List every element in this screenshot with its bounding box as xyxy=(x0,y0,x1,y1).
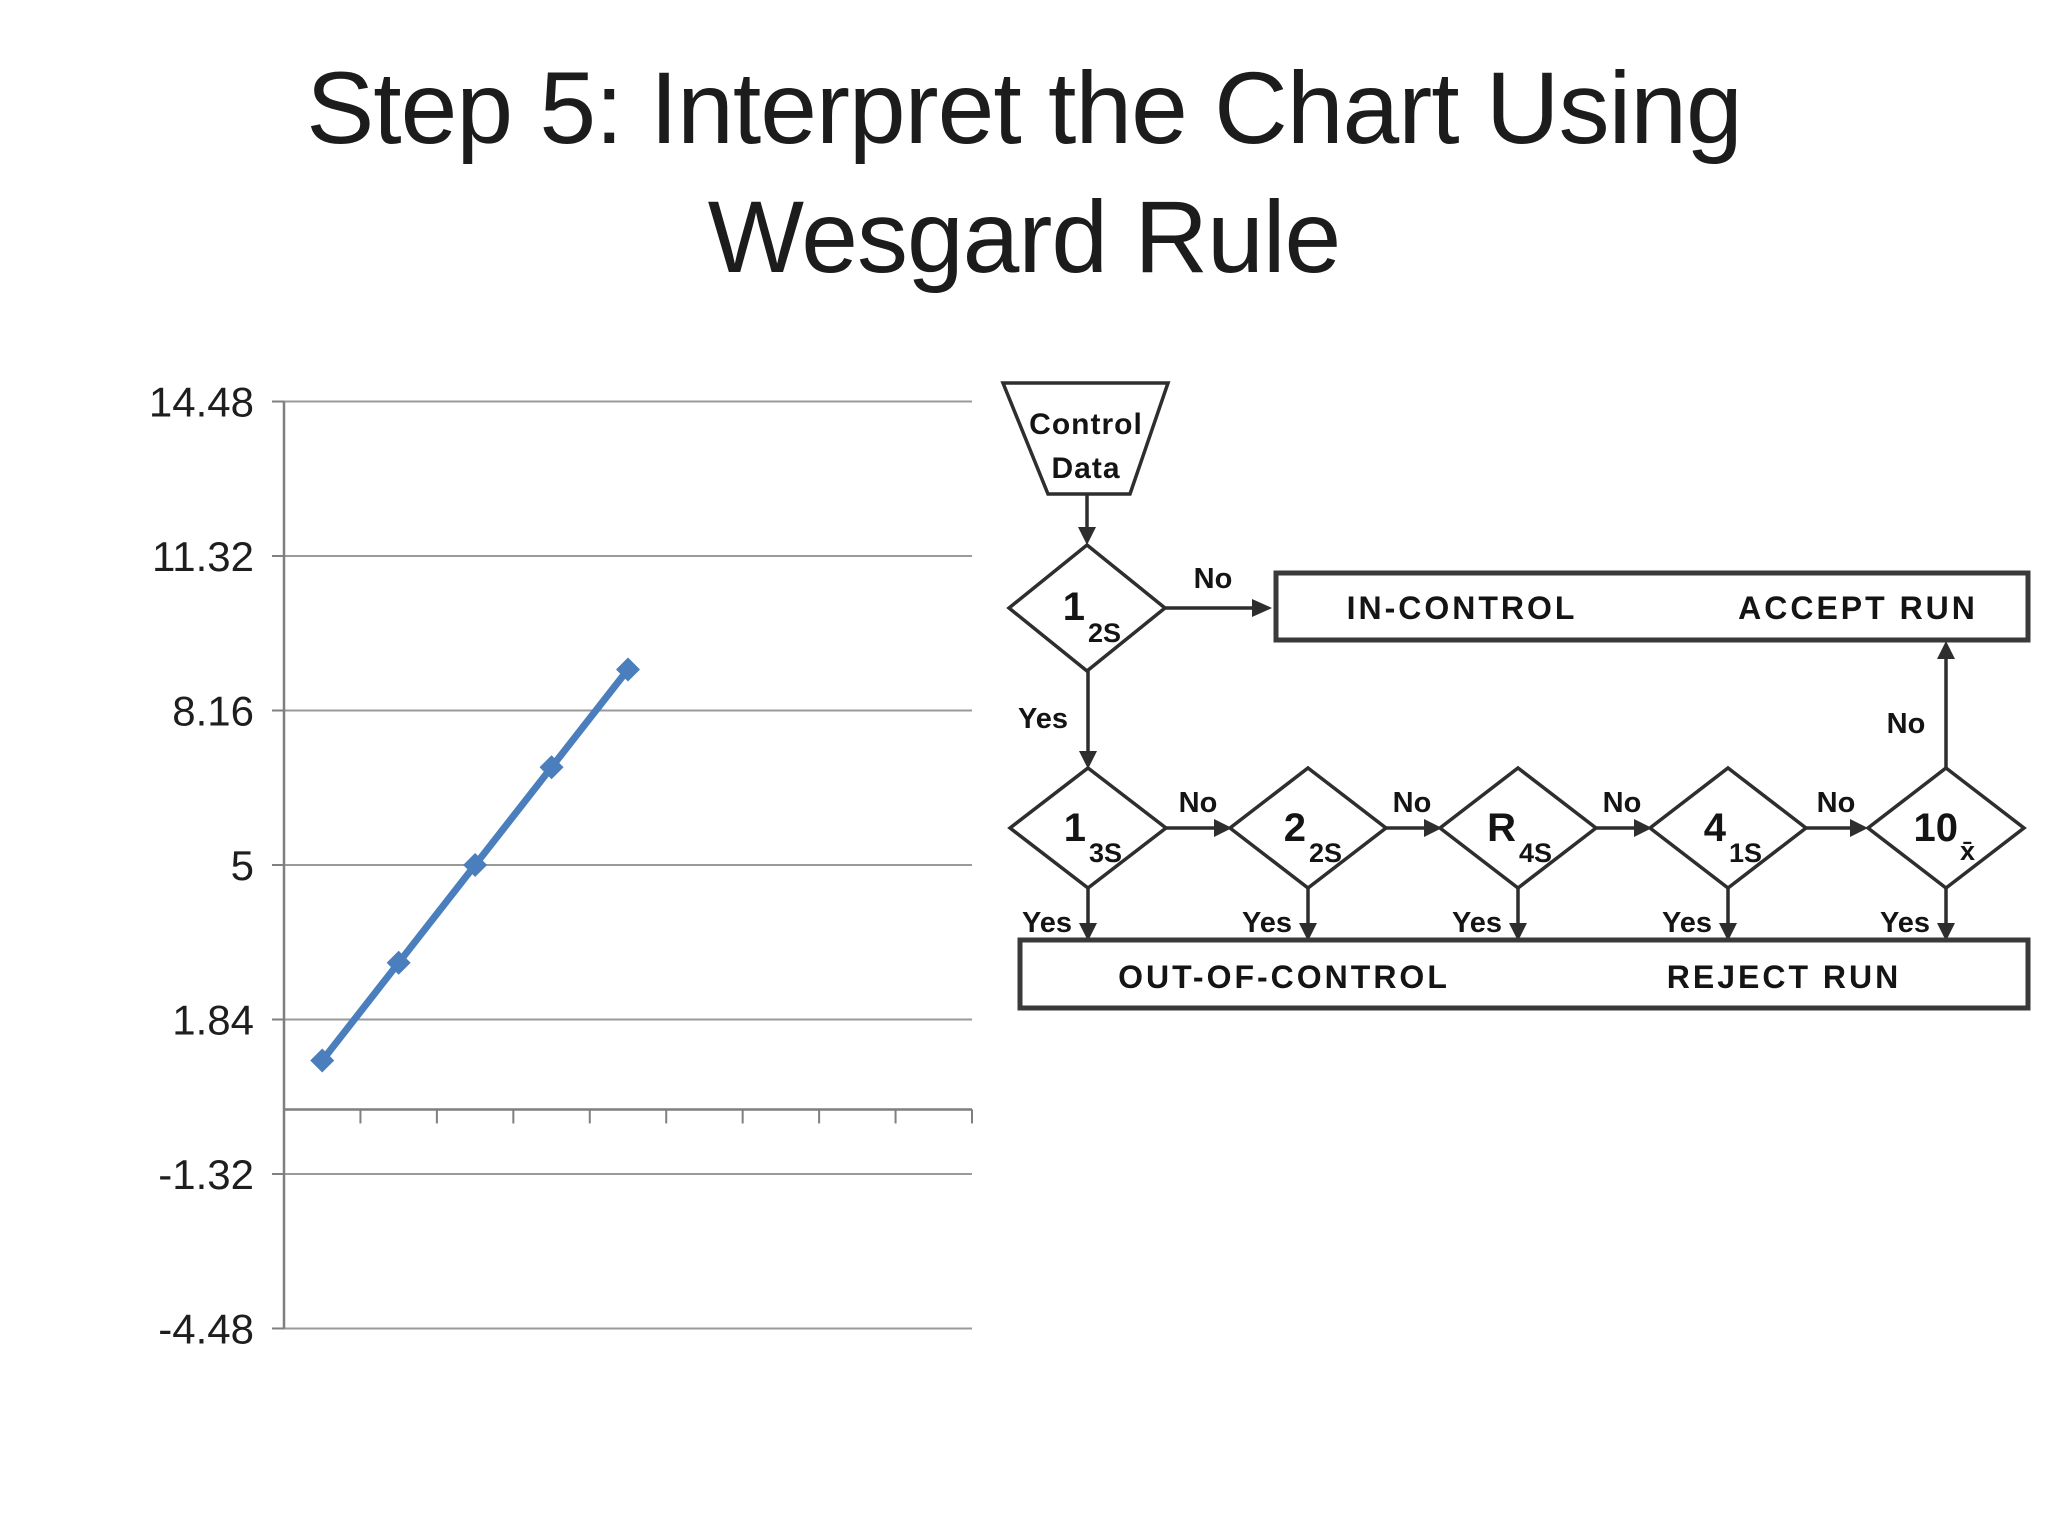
arrowhead-12s-to-13s xyxy=(1079,751,1097,769)
y-axis-label: 8.16 xyxy=(172,688,254,735)
title-line-2: Wesgard Rule xyxy=(707,179,1341,294)
title-line-1: Step 5: Interpret the Chart Using xyxy=(306,51,1742,165)
accept-run-text: ACCEPT RUN xyxy=(1738,590,1978,626)
arrowhead-r4s-to-41s xyxy=(1634,819,1652,837)
levey-jennings-chart: 14.48 11.32 8.16 5 1.84 -1.32 -4.48 xyxy=(149,379,973,1352)
yes-label-12s: Yes xyxy=(1018,703,1068,735)
yes-label-r4s: Yes xyxy=(1452,907,1502,939)
decision-4-1s xyxy=(1647,765,1809,891)
yes-label-13s: Yes xyxy=(1022,907,1072,939)
decision-2-2s xyxy=(1227,765,1389,891)
arrowhead-22s-to-reject xyxy=(1299,923,1317,941)
y-axis-label: 11.32 xyxy=(152,533,254,580)
arrowhead-10x-to-reject xyxy=(1937,923,1955,941)
no-label-22s: No xyxy=(1393,787,1432,819)
y-axis-label: 14.48 xyxy=(149,379,254,426)
arrowhead-10x-to-incontrol xyxy=(1937,641,1955,659)
rule-1-3s-sub: 3S xyxy=(1089,838,1122,868)
rule-r-4s-main: R xyxy=(1487,806,1516,850)
reject-run-text: REJECT RUN xyxy=(1667,959,1901,995)
no-label-13s: No xyxy=(1179,787,1218,819)
no-label-10x: No xyxy=(1887,708,1926,740)
in-control-box xyxy=(1273,570,2031,643)
out-of-control-box xyxy=(1017,937,2031,1011)
slide-title: Step 5: Interpret the Chart Using Wesgar… xyxy=(0,44,2048,301)
yes-label-22s: Yes xyxy=(1242,907,1292,939)
rule-10-x-main: 10 xyxy=(1914,806,1959,850)
decision-r-4s xyxy=(1437,765,1599,891)
arrowhead-13s-to-22s xyxy=(1214,819,1232,837)
y-axis-label: -4.48 xyxy=(158,1305,254,1352)
rule-4-1s-sub: 1S xyxy=(1729,838,1762,868)
arrowhead-41s-to-10x xyxy=(1850,819,1868,837)
rule-1-2s-sub: 2S xyxy=(1088,618,1121,648)
arrowhead-start-to-12s xyxy=(1078,527,1096,545)
in-control-text: IN-CONTROL xyxy=(1347,590,1578,626)
control-data-label-line1: Control xyxy=(1029,408,1143,441)
rule-4-1s-main: 4 xyxy=(1704,806,1727,850)
decision-1-2s xyxy=(1006,542,1168,674)
rule-1-2s-main: 1 xyxy=(1063,585,1085,629)
control-data-label-line2: Data xyxy=(1051,452,1120,485)
data-point-diamond-marker xyxy=(463,853,488,877)
westgard-flowchart: Control Data 1 2S No IN-CONTROL ACCEPT R… xyxy=(1000,381,2031,1011)
rule-2-2s-main: 2 xyxy=(1284,806,1306,850)
y-axis-label: -1.32 xyxy=(158,1151,254,1198)
y-axis-label: 5 xyxy=(231,842,254,889)
no-label-41s: No xyxy=(1817,787,1856,819)
rule-r-4s-sub: 4S xyxy=(1519,838,1552,868)
out-of-control-text: OUT-OF-CONTROL xyxy=(1118,959,1450,995)
no-label-12s: No xyxy=(1194,563,1233,595)
no-label-r4s: No xyxy=(1603,787,1642,819)
control-data-trapezoid xyxy=(1000,381,1171,496)
arrowhead-41s-to-reject xyxy=(1719,923,1737,941)
rule-10-x-sub: x̄ xyxy=(1960,836,1975,866)
data-point-diamond-marker xyxy=(386,950,411,975)
data-point-diamond-marker xyxy=(539,755,564,780)
yes-label-41s: Yes xyxy=(1662,907,1712,939)
arrowhead-22s-to-r4s xyxy=(1424,819,1442,837)
arrowhead-r4s-to-reject xyxy=(1509,923,1527,941)
rule-2-2s-sub: 2S xyxy=(1309,838,1342,868)
decision-1-3s xyxy=(1007,765,1169,891)
arrowhead-12s-to-incontrol xyxy=(1252,599,1272,617)
rule-1-3s-main: 1 xyxy=(1064,806,1086,850)
y-axis-label: 1.84 xyxy=(172,996,254,1043)
arrowhead-13s-to-reject xyxy=(1079,923,1097,941)
yes-label-10x: Yes xyxy=(1880,907,1930,939)
data-point-diamond-marker xyxy=(616,657,640,682)
data-point-diamond-marker xyxy=(310,1048,335,1073)
